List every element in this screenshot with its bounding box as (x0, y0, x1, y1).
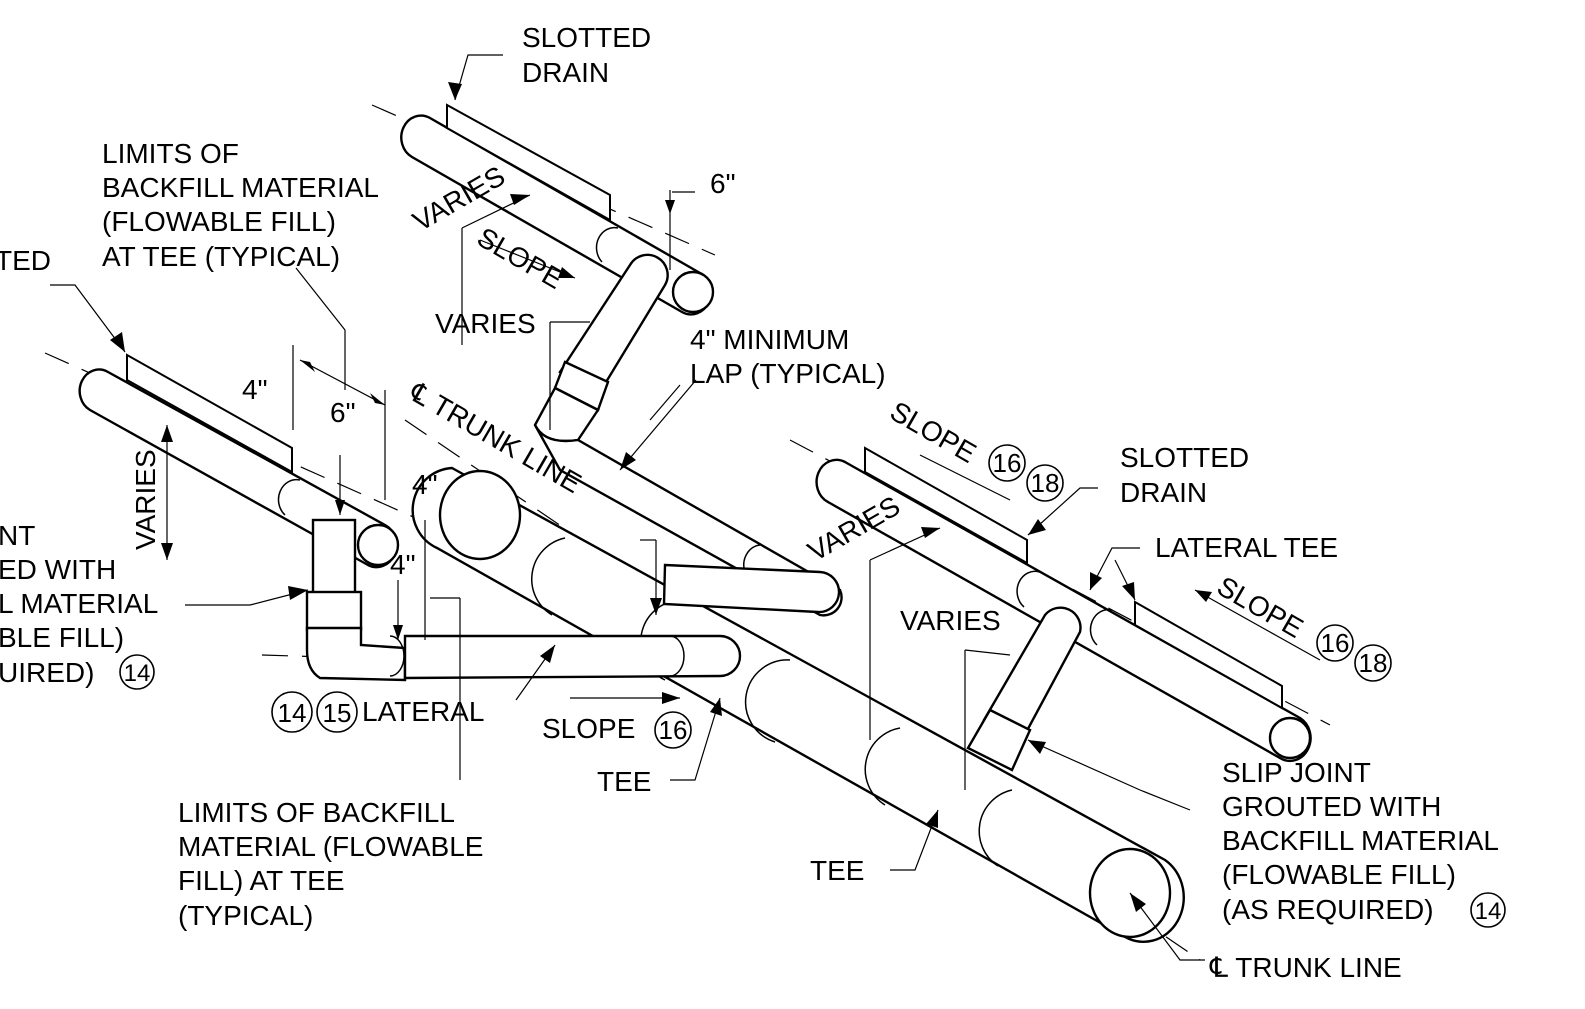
tee-left-label: TEE (597, 766, 651, 797)
six-inch-left-label: 6" (330, 397, 356, 428)
note-14-right: 14 (1470, 892, 1506, 928)
svg-text:18: 18 (1031, 468, 1060, 498)
note-callouts: 14 14 15 16 16 18 16 18 (119, 444, 1506, 928)
svg-text:16: 16 (659, 715, 688, 745)
slotted-drain-left-plate (126, 353, 293, 474)
svg-text:16: 16 (1321, 628, 1350, 658)
four-inch-a-label: 4" (242, 374, 268, 405)
tee-right-label: TEE (810, 855, 864, 886)
slotted-drain-right-plate-b (1134, 600, 1283, 710)
varies-left-label: VARIES (130, 449, 161, 550)
note-14-lateral: 14 (271, 691, 313, 733)
limits-top-label: LIMITS OF BACKFILL MATERIAL (FLOWABLE FI… (102, 138, 386, 272)
six-inch-top-label: 6" (710, 168, 736, 199)
slotted-drain-top-plate (446, 103, 611, 222)
slotted-drain-top-label: SLOTTED DRAIN (522, 22, 659, 88)
lateral-label: LATERAL (362, 696, 484, 727)
four-inch-b-label: 4" (412, 469, 438, 500)
note-15-lateral: 15 (316, 691, 358, 733)
note-14-left: 14 (119, 654, 155, 690)
note-16-slope-right-b: 16 (1316, 624, 1354, 662)
note-18-slope-right-a: 18 (1026, 464, 1064, 502)
slotted-drain-left-label: TED (0, 245, 51, 276)
limits-bottom-label: LIMITS OF BACKFILL MATERIAL (FLOWABLE FI… (178, 797, 491, 931)
leader-lines (50, 54, 1321, 961)
slope-right-a-label: SLOPE (885, 395, 981, 469)
note-16-slope-right-a: 16 (988, 444, 1026, 482)
note-18-slope-right-b: 18 (1354, 644, 1392, 682)
note-16-slope-lateral: 16 (654, 711, 692, 749)
svg-text:16: 16 (993, 448, 1022, 478)
lateral-tee-label: LATERAL TEE (1155, 532, 1338, 563)
slip-joint-left-label: NT ED WITH L MATERIAL BLE FILL) UIRED) (0, 520, 165, 688)
upper-drain-pipe (400, 103, 843, 617)
trunk-line-pipe (411, 466, 1185, 943)
labels: SLOTTED DRAIN TED LIMITS OF BACKFILL MAT… (0, 22, 1506, 983)
right-drain-pipe (815, 446, 1312, 772)
svg-text:15: 15 (323, 698, 352, 728)
left-drain-pipe (78, 353, 742, 682)
slip-joint-right-label: SLIP JOINT GROUTED WITH BACKFILL MATERIA… (1222, 757, 1506, 925)
varies-lower-right-label: VARIES (900, 605, 1001, 636)
svg-text:14: 14 (124, 660, 151, 687)
svg-text:18: 18 (1359, 648, 1388, 678)
svg-text:14: 14 (1475, 898, 1502, 925)
slotted-drain-right-plate-a (864, 446, 1028, 565)
four-inch-c-label: 4" (390, 549, 416, 580)
svg-text:14: 14 (278, 698, 307, 728)
slope-lateral-label: SLOPE (542, 713, 635, 744)
min-lap-label: 4" MINIMUM LAP (TYPICAL) (690, 324, 886, 389)
varies-mid-label: VARIES (435, 308, 536, 339)
cl-trunk-line-bottom-label: ℄ TRUNK LINE (1209, 952, 1402, 983)
slotted-drain-right-label: SLOTTED DRAIN (1120, 442, 1257, 508)
